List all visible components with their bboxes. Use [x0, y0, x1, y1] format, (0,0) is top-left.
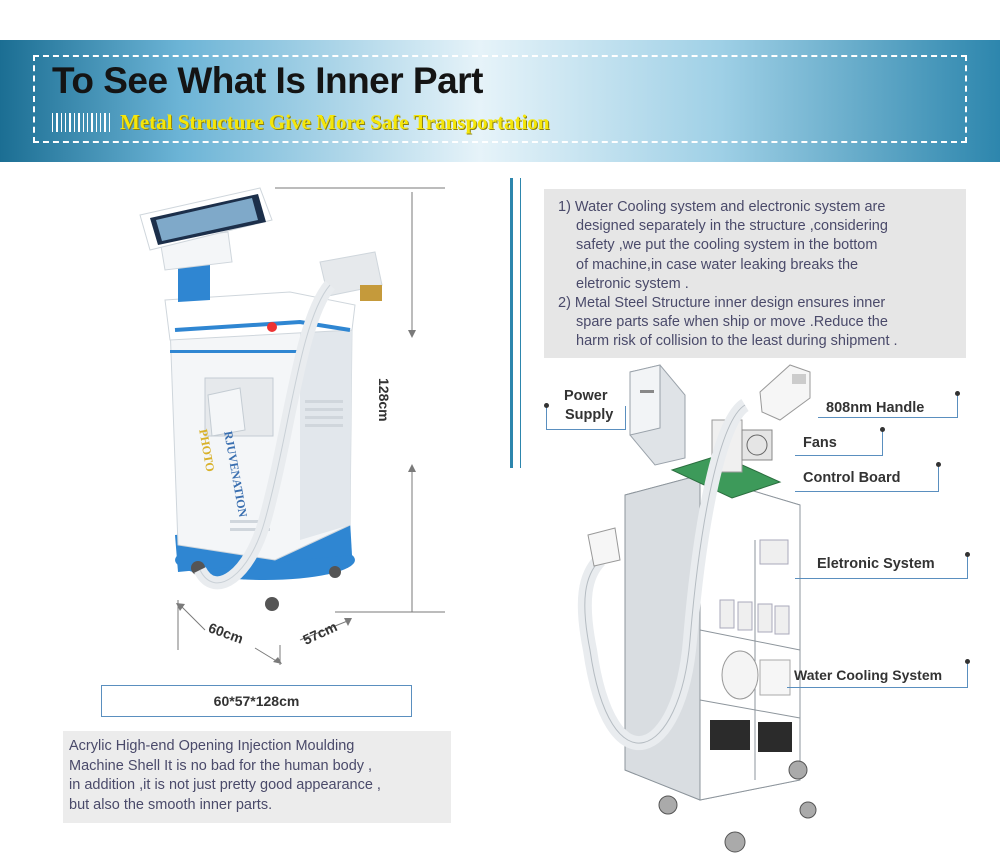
- control-board-dot: [936, 462, 941, 467]
- description-line: but also the smooth inner parts.: [69, 796, 273, 813]
- info-point2-line: harm risk of collision to the least duri…: [576, 333, 898, 350]
- power-supply-label-1: Power: [564, 388, 608, 404]
- divider-line: [510, 178, 513, 468]
- description-box: Acrylic High-end Opening Injection Mould…: [63, 731, 451, 823]
- power-supply-dot: [544, 403, 549, 408]
- info-point2-line: spare parts safe when ship or move .Redu…: [576, 314, 888, 331]
- header-banner: To See What Is Inner Part Metal Structur…: [0, 40, 1000, 162]
- inner-structure-illustration: [577, 364, 817, 853]
- info-box: 1) Water Cooling system and electronic s…: [544, 189, 966, 358]
- electronic-system-dot: [965, 552, 970, 557]
- info-point2-line: 2) Metal Steel Structure inner design en…: [558, 295, 886, 312]
- info-point1-line: designed separately in the structure ,co…: [576, 218, 888, 235]
- control-board-bracket: [795, 465, 939, 492]
- stripes-decoration: [52, 113, 111, 132]
- description-line: Acrylic High-end Opening Injection Mould…: [69, 738, 355, 754]
- electronic-system-bracket: [795, 555, 968, 579]
- electronic-system-label: Eletronic System: [817, 556, 935, 572]
- power-supply-label-2: Supply: [565, 407, 614, 423]
- divider-line-thin: [520, 178, 521, 468]
- info-point1-line: 1) Water Cooling system and electronic s…: [558, 199, 886, 215]
- height-dimension-label: 128cm: [376, 378, 392, 422]
- banner-dashed-frame: [33, 55, 967, 143]
- info-point1-line: eletronic system .: [576, 275, 689, 292]
- water-cooling-label: Water Cooling System: [794, 667, 943, 683]
- power-supply-bracket: [546, 406, 626, 430]
- info-point1-line: safety ,we put the cooling system in the…: [576, 237, 878, 254]
- fans-dot: [880, 427, 885, 432]
- handle-bracket: [818, 394, 958, 418]
- description-line: in addition ,it is not just pretty good …: [69, 777, 381, 793]
- handle-dot: [955, 391, 960, 396]
- size-box: 60*57*128cm: [101, 685, 412, 717]
- water-cooling-bracket: [787, 662, 968, 688]
- description-line: Machine Shell It is no bad for the human…: [69, 757, 373, 774]
- banner-subtitle: Metal Structure Give More Safe Transport…: [120, 110, 550, 134]
- banner-title: To See What Is Inner Part: [52, 60, 483, 101]
- fans-label: Fans: [803, 435, 837, 451]
- info-point1-line: of machine,in case water leaking breaks …: [576, 256, 859, 273]
- control-board-label: Control Board: [803, 470, 901, 486]
- machine-illustration: [139, 187, 445, 665]
- water-cooling-dot: [965, 659, 970, 664]
- handle-label: 808nm Handle: [826, 400, 925, 416]
- fans-bracket: [795, 430, 883, 456]
